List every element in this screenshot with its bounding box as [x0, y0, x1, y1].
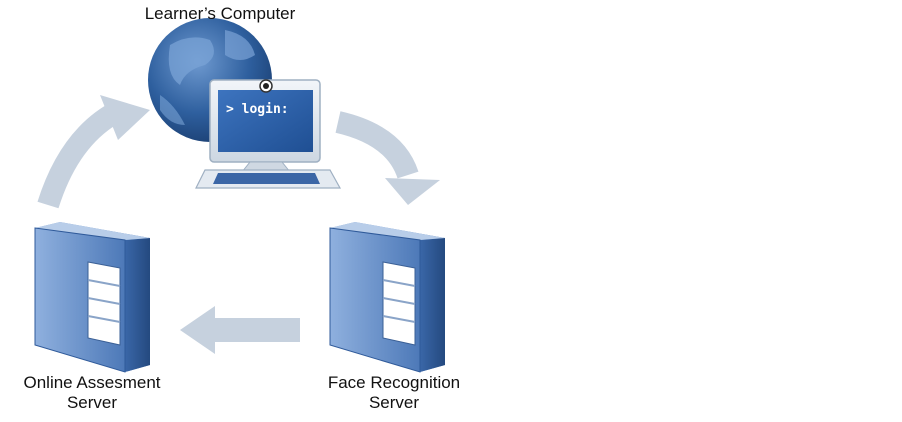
arrow-to-computer [37, 95, 150, 209]
monitor-icon [209, 79, 321, 173]
face-recognition-server-label: Face Recognition Server [304, 373, 484, 413]
webcam-icon [259, 79, 273, 93]
keyboard-icon [195, 169, 342, 189]
online-assessment-line-2: Server [66, 393, 118, 412]
learner-computer-label: Learner’s Computer [110, 4, 330, 24]
arrow-to-face-server [335, 111, 440, 205]
server-icon [329, 222, 445, 373]
server-icon [34, 222, 150, 373]
face-recognition-line-1: Face Recognition [327, 373, 461, 392]
login-prompt: > login: [226, 102, 289, 117]
face-recognition-line-2: Server [368, 393, 420, 412]
online-assessment-server-label: Online Assesment Server [2, 373, 182, 413]
online-assessment-line-1: Online Assesment [23, 373, 161, 392]
learner-computer-text: Learner’s Computer [144, 4, 296, 23]
arrow-to-assessment-server [180, 306, 300, 354]
